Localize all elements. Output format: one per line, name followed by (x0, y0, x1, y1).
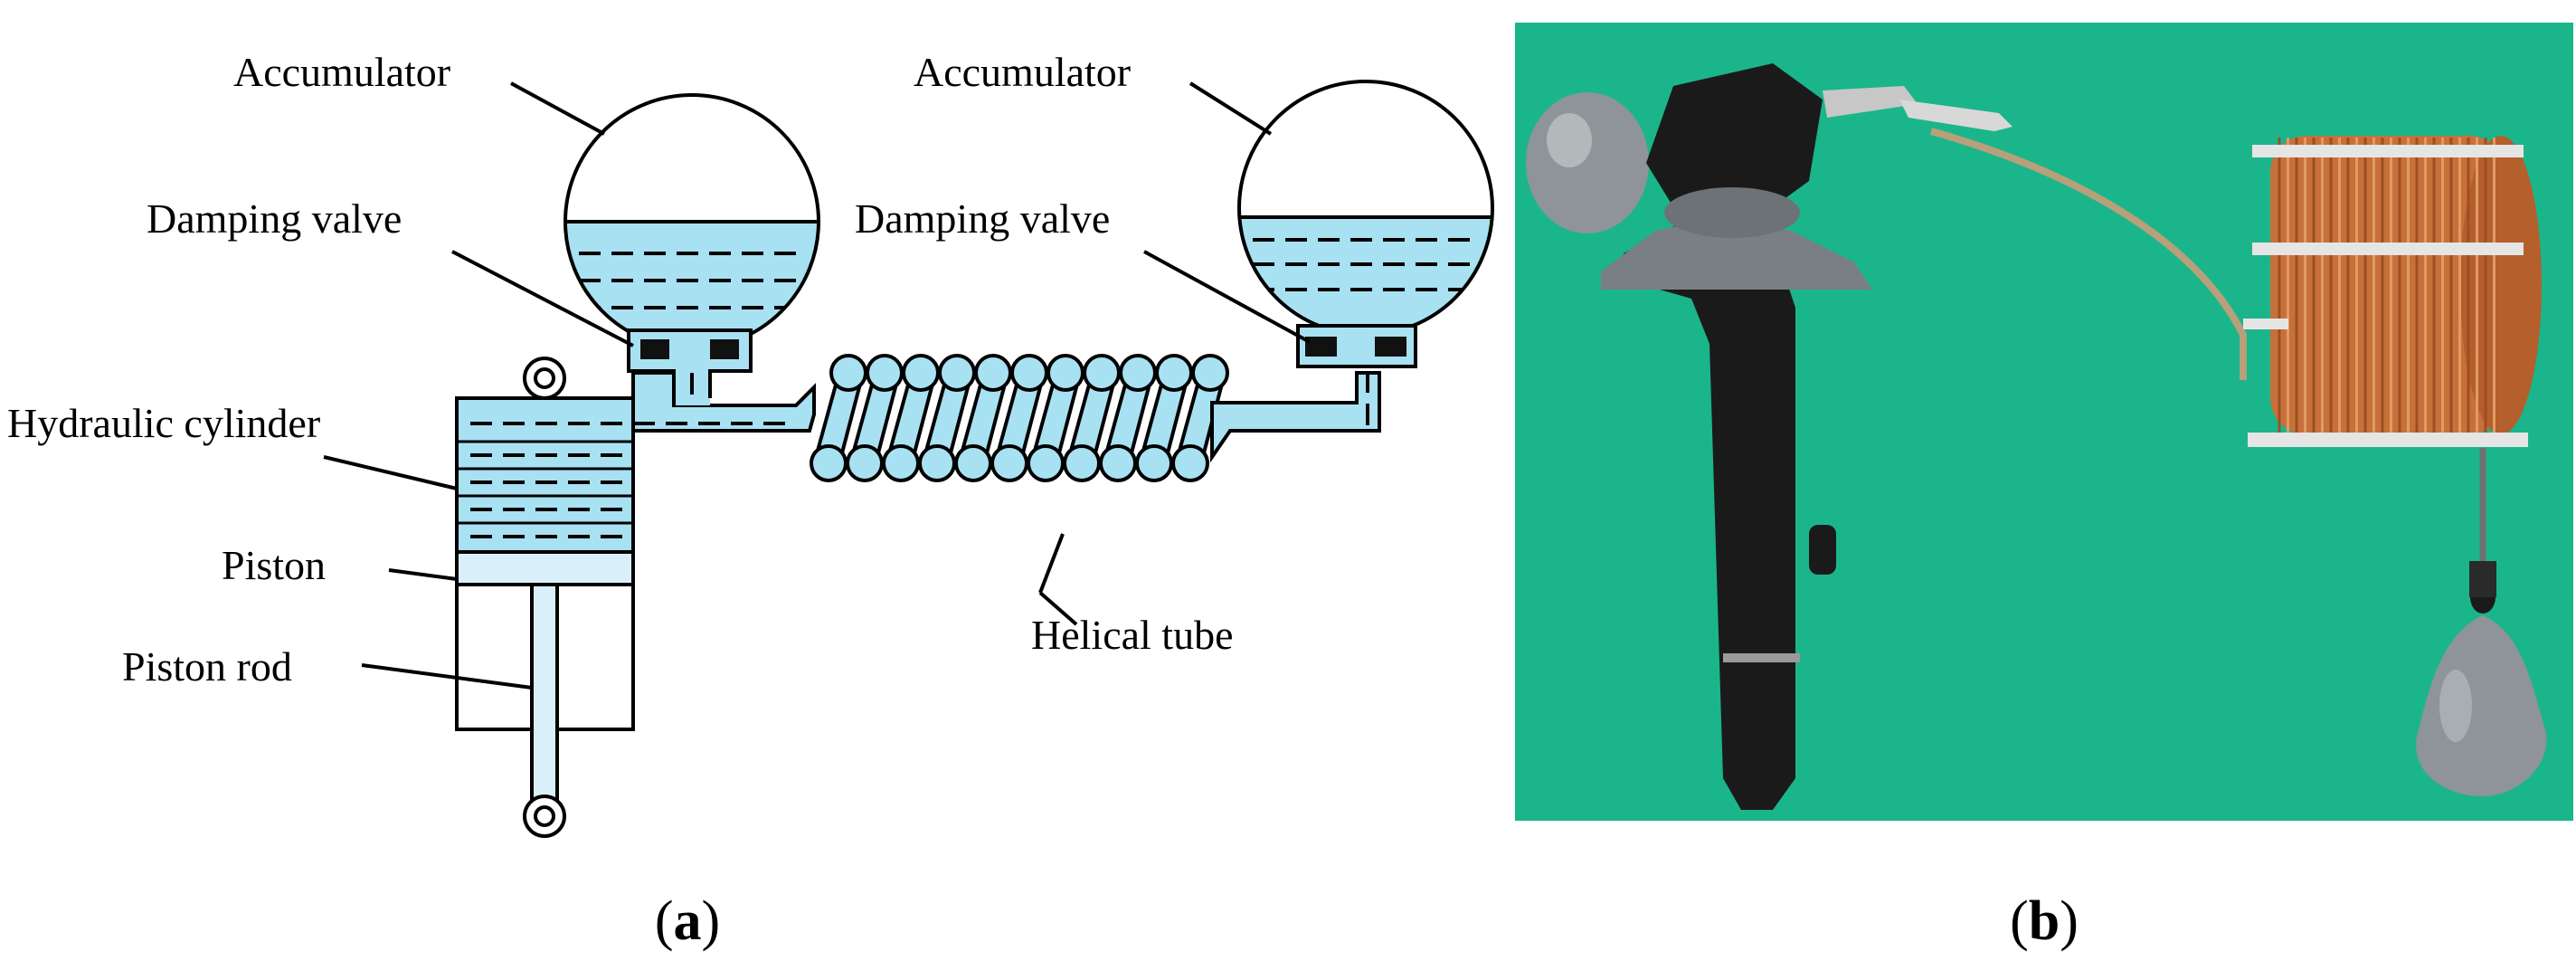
gray-weight-bottom (2416, 615, 2547, 796)
caption-b: (b) (2010, 890, 2079, 952)
gray-weight-top (1526, 92, 1649, 233)
helical-tube-turn-bottom (1063, 444, 1101, 482)
helical-tube-turn-bottom (1171, 444, 1209, 482)
pipe-right (1210, 371, 1381, 463)
helical-tube-turn-bottom (846, 444, 884, 482)
helical-tube-turn-bottom (810, 444, 848, 482)
helical-tube-turn-top (829, 354, 867, 392)
helical-tube-turn-bottom (954, 444, 992, 482)
helical-tube-coils (810, 354, 1229, 482)
helical-tube-turn-bottom (882, 444, 920, 482)
label-damping-valve-right: Damping valve (855, 195, 1110, 242)
helical-tube-turn-top (866, 354, 904, 392)
label-piston-rod: Piston rod (122, 643, 292, 690)
damper-flange (1601, 217, 1872, 290)
label-accumulator-right: Accumulator (914, 49, 1131, 95)
helical-tube-turn-top (1083, 354, 1121, 392)
helical-tube-turn-bottom (1135, 444, 1173, 482)
helical-tube-turn-bottom (990, 444, 1028, 482)
helical-tube-turn-bottom (1027, 444, 1065, 482)
helical-tube-turn-top (1191, 354, 1229, 392)
label-hydraulic-cylinder: Hydraulic cylinder (7, 400, 320, 446)
helical-tube-turn-top (1155, 354, 1193, 392)
pipe-left (631, 371, 816, 433)
photo-panel-b: (b) (1515, 23, 2573, 952)
copper-helical-coil (2243, 136, 2542, 447)
label-damping-valve-left: Damping valve (147, 195, 402, 242)
helical-tube-turn-top (1010, 354, 1048, 392)
helical-tube-turn-top (1046, 354, 1084, 392)
label-accumulator-left: Accumulator (233, 49, 450, 95)
helical-tube-turn-top (974, 354, 1012, 392)
connecting-pipe (1929, 128, 2247, 380)
helical-tube-turn-bottom (1099, 444, 1137, 482)
schematic-panel-a: Accumulator Accumulator Damping valve Da… (7, 49, 1494, 952)
caption-a: (a) (655, 890, 720, 952)
accumulator-left (564, 93, 820, 405)
hydraulic-cylinder (455, 357, 796, 838)
valve-handle (1823, 86, 1918, 118)
helical-tube-turn-top (902, 354, 940, 392)
helical-tube-turn-bottom (918, 444, 956, 482)
label-piston: Piston (222, 542, 326, 588)
helical-tube-turn-top (938, 354, 976, 392)
helical-tube-turn-top (1119, 354, 1157, 392)
piston-rod (530, 583, 559, 808)
leader-lines (323, 81, 1311, 690)
piston (455, 550, 635, 586)
label-helical-tube: Helical tube (1031, 612, 1234, 658)
